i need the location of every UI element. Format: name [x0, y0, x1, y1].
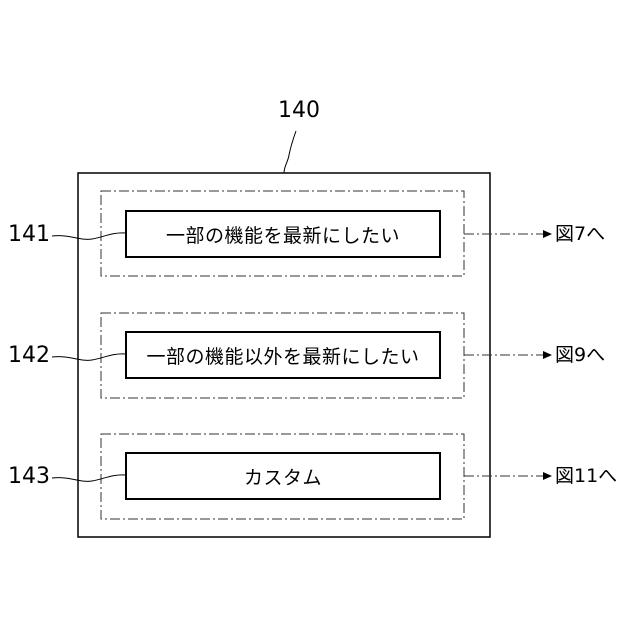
arrow-to-target-2 — [464, 351, 552, 359]
option-ref-label-141: 141 — [8, 224, 50, 246]
target-label-fig11: 図11へ — [555, 467, 617, 486]
target-label-fig7: 図7へ — [555, 225, 605, 244]
option-ref-label-142: 142 — [8, 345, 50, 367]
screen-ref-label: 140 — [278, 100, 320, 122]
target-label-fig9: 図9へ — [555, 346, 605, 365]
leader-line-142 — [52, 354, 126, 360]
leader-line-143 — [52, 475, 126, 481]
option-button-exclude-update[interactable]: 一部の機能以外を最新にしたい — [125, 331, 441, 379]
arrow-to-target-1 — [464, 230, 552, 238]
option-button-partial-update[interactable]: 一部の機能を最新にしたい — [125, 210, 441, 258]
leader-line-140 — [284, 131, 296, 173]
option-ref-label-143: 143 — [8, 466, 50, 488]
arrow-to-target-3 — [464, 472, 552, 480]
leader-line-141 — [52, 233, 126, 239]
option-button-custom[interactable]: カスタム — [125, 452, 441, 500]
